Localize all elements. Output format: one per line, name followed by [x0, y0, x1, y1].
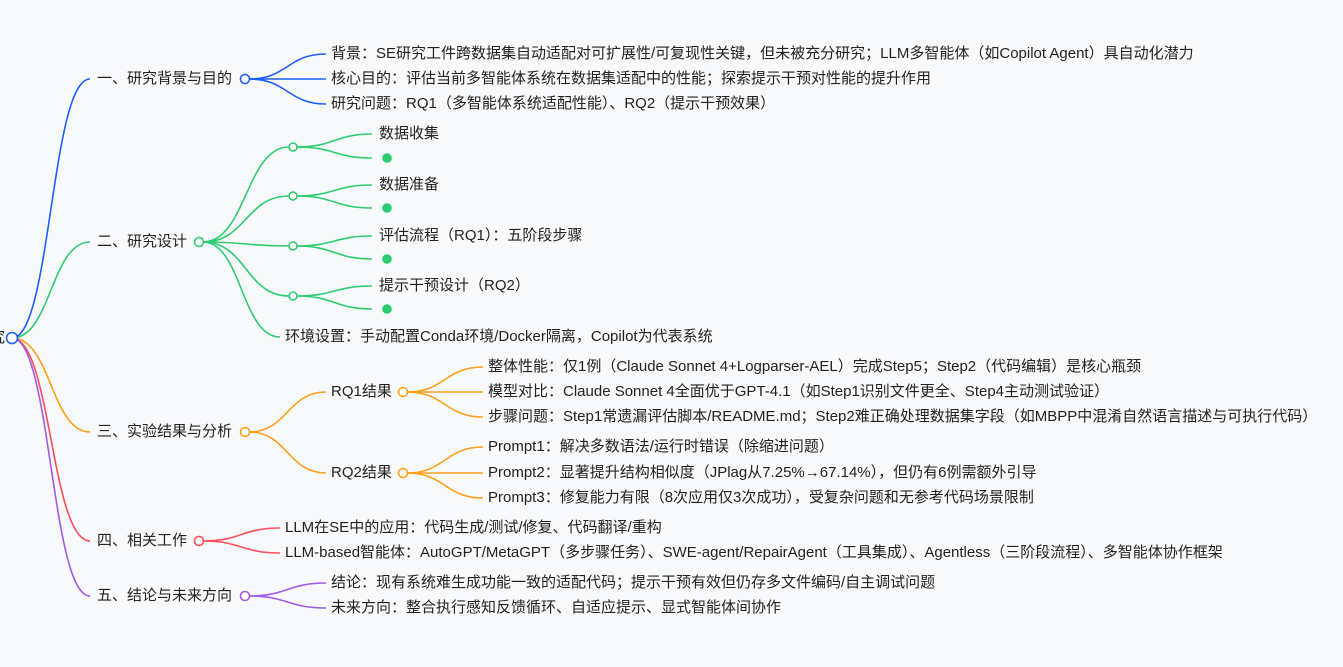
branch-conclusion[interactable]: 五、结论与未来方向: [97, 587, 233, 604]
edge: [296, 184, 373, 197]
empty-node-dot-icon: [382, 254, 392, 264]
empty-node-dot-icon: [382, 153, 392, 163]
node-rq1-model-compare[interactable]: 模型对比：Claude Sonnet 4全面优于GPT-4.1（如Step1识别…: [488, 383, 1110, 400]
edge: [202, 527, 281, 542]
edge: [202, 241, 290, 247]
edge-root-branch3: [11, 337, 91, 433]
node-rq2-results[interactable]: RQ2结果: [331, 464, 392, 481]
root-toggle-icon[interactable]: [5, 331, 19, 345]
node-data-collection[interactable]: 数据收集: [379, 125, 440, 142]
node-prompt-design[interactable]: 提示干预设计（RQ2）: [379, 277, 530, 294]
node-rq2-prompt3[interactable]: Prompt3：修复能力有限（8次应用仅3次成功），受复杂问题和无参考代码场景限…: [488, 489, 1034, 506]
branch-results-analysis[interactable]: 三、实验结果与分析: [97, 423, 233, 440]
node-rq2-prompt1[interactable]: Prompt1：解决多数语法/运行时错误（除缩进问题）: [488, 438, 834, 455]
node-rq1-results[interactable]: RQ1结果: [331, 383, 392, 400]
edge: [296, 195, 373, 209]
edge-root-branch1: [11, 78, 91, 339]
edge: [296, 146, 373, 159]
edge: [248, 595, 327, 609]
node-conclusion[interactable]: 结论：现有系统难生成功能一致的适配代码；提示干预有效但仍存多文件编码/自主调试问…: [331, 574, 936, 591]
edge: [202, 195, 290, 243]
edge: [202, 540, 281, 554]
node-environment-setup[interactable]: 环境设置：手动配置Conda环境/Docker隔离，Copilot为代表系统: [285, 328, 713, 345]
edge: [202, 146, 290, 243]
branch-related-work[interactable]: 四、相关工作: [97, 532, 188, 549]
edge: [202, 241, 281, 338]
branch-research-background[interactable]: 一、研究背景与目的: [97, 70, 233, 87]
branch-research-design[interactable]: 二、研究设计: [97, 233, 188, 250]
edge: [296, 285, 373, 297]
subnode-toggle-icon[interactable]: [288, 241, 298, 251]
node-core-purpose[interactable]: 核心目的：评估当前多智能体系统在数据集适配中的性能；探索提示干预对性能的提升作用: [331, 70, 932, 87]
node-data-preparation[interactable]: 数据准备: [379, 176, 440, 193]
branch1-toggle-icon[interactable]: [239, 73, 251, 85]
branch2-toggle-icon[interactable]: [193, 236, 205, 248]
edge: [406, 366, 484, 393]
edge: [248, 53, 327, 80]
rq1-toggle-icon[interactable]: [397, 386, 409, 398]
edge: [406, 391, 484, 418]
empty-node-dot-icon: [382, 203, 392, 213]
rq2-toggle-icon[interactable]: [397, 467, 409, 479]
branch4-toggle-icon[interactable]: [193, 535, 205, 547]
subnode-toggle-icon[interactable]: [288, 291, 298, 301]
node-rq2-prompt2[interactable]: Prompt2：显著提升结构相似度（JPlag从7.25%→67.14%），但仍…: [488, 464, 1037, 481]
edge: [248, 582, 327, 597]
node-evaluation-process[interactable]: 评估流程（RQ1）：五阶段步骤: [379, 227, 583, 244]
node-rq1-overall[interactable]: 整体性能：仅1例（Claude Sonnet 4+Logparser-AEL）完…: [488, 358, 1142, 375]
subnode-toggle-icon[interactable]: [288, 191, 298, 201]
edge: [296, 133, 373, 148]
edge: [248, 391, 327, 433]
edge: [248, 78, 327, 105]
node-llm-agents[interactable]: LLM-based智能体：AutoGPT/MetaGPT（多步骤任务）、SWE-…: [285, 544, 1223, 561]
root-node-label[interactable]: 究: [0, 329, 5, 347]
node-future-directions[interactable]: 未来方向：整合执行感知反馈循环、自适应提示、显式智能体间协作: [331, 599, 782, 616]
edge: [296, 235, 373, 247]
edge: [406, 472, 484, 499]
edge: [296, 245, 373, 260]
edge-root-branch2: [11, 241, 91, 339]
node-llm-in-se[interactable]: LLM在SE中的应用：代码生成/测试/修复、代码翻译/重构: [285, 519, 662, 536]
edge: [296, 295, 373, 310]
subnode-toggle-icon[interactable]: [288, 142, 298, 152]
edge: [202, 241, 290, 297]
branch5-toggle-icon[interactable]: [239, 590, 251, 602]
node-rq1-step-issues[interactable]: 步骤问题：Step1常遗漏评估脚本/README.md；Step2难正确处理数据…: [488, 408, 1318, 425]
edge: [406, 446, 484, 474]
edge: [248, 431, 327, 474]
node-research-questions[interactable]: 研究问题：RQ1（多智能体系统适配性能）、RQ2（提示干预效果）: [331, 95, 776, 112]
edge-root-branch4: [11, 337, 91, 542]
branch3-toggle-icon[interactable]: [239, 426, 251, 438]
node-background[interactable]: 背景：SE研究工件跨数据集自动适配对可扩展性/可复现性关键，但未被充分研究；LL…: [331, 45, 1194, 62]
edge-root-branch5: [11, 337, 91, 597]
empty-node-dot-icon: [382, 304, 392, 314]
